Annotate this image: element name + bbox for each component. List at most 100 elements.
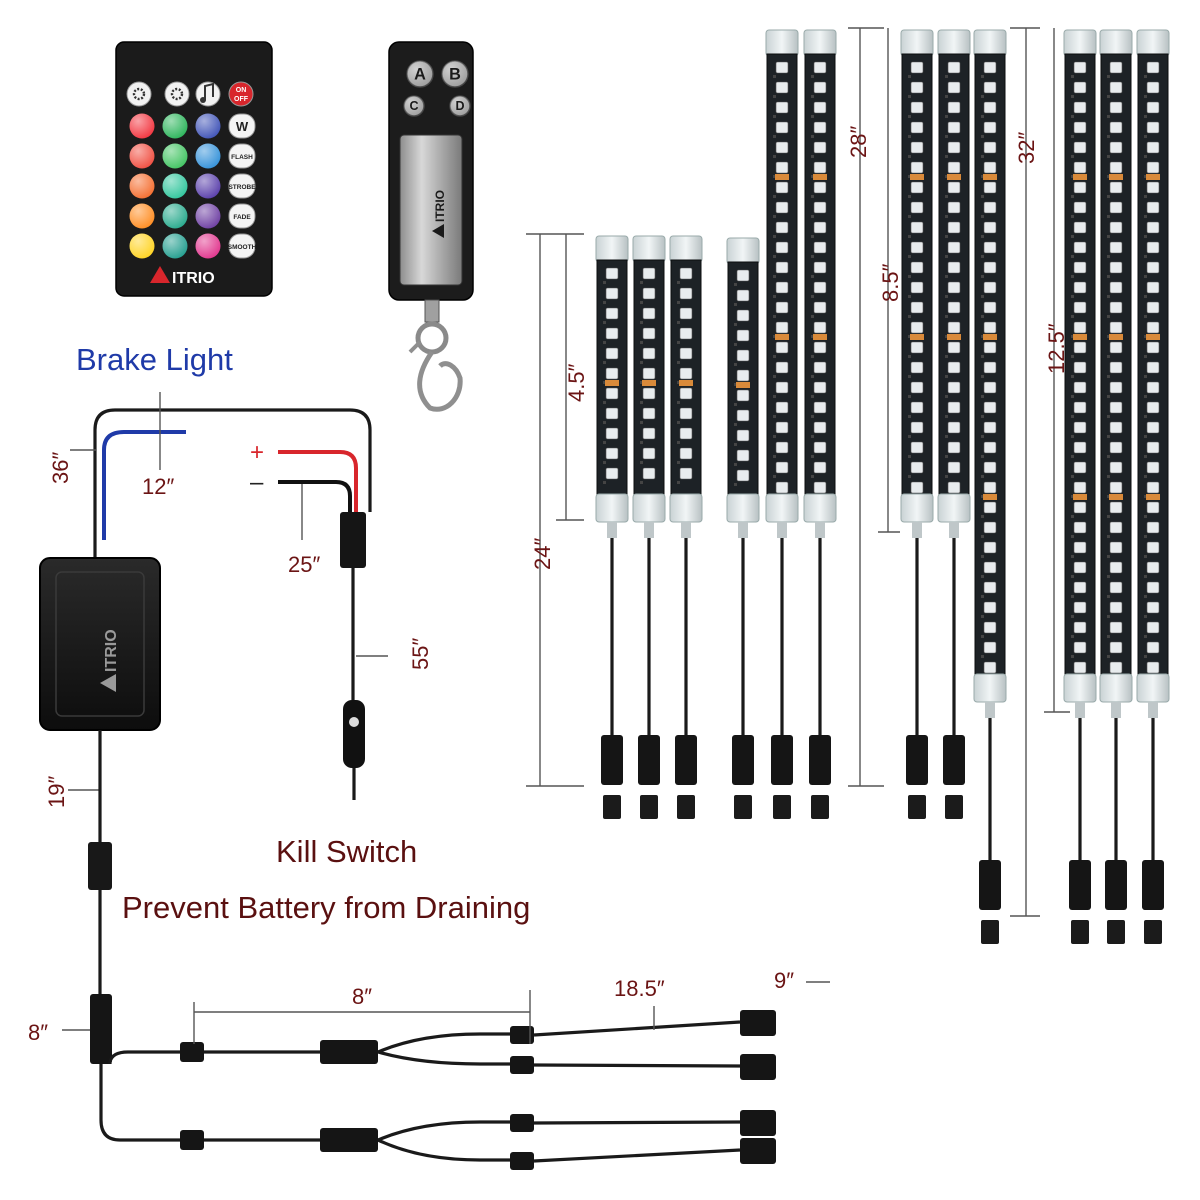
harness-connectors: [180, 1010, 776, 1170]
controller-box: ITRIO: [39, 548, 161, 1064]
color-button[interactable]: [195, 203, 221, 229]
dim-24: 24″: [530, 538, 555, 570]
power-icon[interactable]: ON OFF: [228, 81, 254, 107]
rf-button-b[interactable]: B: [441, 60, 469, 88]
splitter-connector: [740, 1054, 776, 1080]
negative-wire: [278, 480, 352, 512]
svg-text:FLASH: FLASH: [231, 154, 253, 161]
controller-brand-logo: ITRIO: [100, 629, 120, 692]
gear-icon[interactable]: [164, 81, 190, 107]
svg-text:OFF: OFF: [234, 96, 249, 103]
ir-mode-column: W FLASH STROBE FADE SMOOTH: [228, 113, 257, 259]
led-strip: [669, 235, 703, 819]
dim-8-left: 8″: [28, 1020, 48, 1045]
svg-text:C: C: [409, 99, 418, 113]
color-button[interactable]: [195, 113, 221, 139]
sun-gear-icon[interactable]: [126, 81, 152, 107]
color-button[interactable]: [162, 203, 188, 229]
main-splitter-connector: [90, 994, 112, 1064]
splitter-connector: [510, 1056, 534, 1074]
color-button[interactable]: [195, 173, 221, 199]
kill-switch[interactable]: [343, 700, 365, 768]
color-button[interactable]: [129, 233, 155, 259]
svg-text:D: D: [455, 99, 464, 113]
led-strip: [1136, 29, 1170, 944]
splitter-connector: [740, 1110, 776, 1136]
dim-9: 9″: [774, 968, 794, 993]
dim-32-line: [1010, 27, 1040, 917]
led-strip: [1099, 29, 1133, 944]
main-harness-wire: [93, 408, 372, 548]
color-button[interactable]: [162, 233, 188, 259]
color-button[interactable]: [162, 143, 188, 169]
color-button[interactable]: [162, 173, 188, 199]
dim-32: 32″: [1014, 132, 1039, 164]
plus-label: +: [250, 439, 264, 466]
color-button[interactable]: [129, 113, 155, 139]
svg-text:ON: ON: [236, 87, 247, 94]
controller-connector: [88, 842, 112, 890]
splitter-connector: [320, 1128, 378, 1152]
prevent-battery-label: Prevent Battery from Draining: [122, 890, 530, 925]
keyring-clip-icon: [408, 299, 463, 412]
power-connector: [340, 512, 366, 568]
mode-button-strobe[interactable]: STROBE: [228, 173, 256, 199]
led-strip: [726, 237, 760, 819]
distribution-harness: [99, 1050, 190, 1142]
dim-18-5: 18.5″: [614, 976, 665, 1001]
splitter-connector: [320, 1040, 378, 1064]
color-button[interactable]: [129, 173, 155, 199]
ir-function-row: ON OFF: [126, 81, 254, 107]
mode-button-flash[interactable]: FLASH: [228, 143, 256, 169]
positive-wire: [278, 450, 358, 512]
color-button[interactable]: [162, 113, 188, 139]
svg-text:W: W: [236, 119, 249, 134]
svg-text:SMOOTH: SMOOTH: [228, 244, 257, 251]
mode-button-smooth[interactable]: SMOOTH: [228, 233, 257, 259]
ir-brand-label: ITRIO: [172, 270, 215, 287]
led-strip: [973, 29, 1007, 944]
rf-button-c[interactable]: C: [403, 95, 425, 117]
led-strip-set: [595, 29, 1170, 944]
color-button[interactable]: [129, 143, 155, 169]
controller-brand-label: ITRIO: [103, 629, 120, 672]
color-button[interactable]: [195, 233, 221, 259]
led-strip: [937, 29, 971, 819]
led-strip: [1063, 29, 1097, 944]
harness-lower-trunk: [99, 1064, 190, 1142]
kill-switch-label: Kill Switch: [276, 834, 417, 869]
color-button[interactable]: [195, 143, 221, 169]
splitter-connector: [180, 1130, 204, 1150]
mode-button-w[interactable]: W: [228, 113, 256, 139]
dim-4-5: 4.5″: [564, 363, 589, 402]
minus-label: –: [250, 469, 264, 496]
svg-text:FADE: FADE: [233, 214, 251, 221]
splitter-connector: [510, 1114, 534, 1132]
dim-8-5: 8.5″: [878, 263, 903, 302]
led-strip: [595, 235, 629, 819]
led-strip: [632, 235, 666, 819]
harness-upper-trunk: [108, 1050, 190, 1064]
dim-19: 19″: [44, 776, 69, 808]
music-note-icon[interactable]: [195, 81, 221, 107]
ir-remote-control: ON OFF W FLASH STROBE FADE SMOOTH ITRIO: [115, 41, 273, 297]
dim-8-5-line: [878, 28, 900, 533]
rf-button-d[interactable]: D: [449, 95, 471, 117]
rf-brand-logo: ITRIO: [432, 190, 447, 238]
led-strip: [803, 29, 837, 819]
dim-36: 36″: [48, 452, 73, 484]
dim-25-power: 25″: [288, 552, 320, 577]
mode-button-fade[interactable]: FADE: [228, 203, 256, 229]
ir-color-grid: [129, 113, 221, 259]
dim-8-leader-bottom: [193, 990, 531, 1044]
rf-button-a[interactable]: A: [406, 60, 434, 88]
dim-8-bottom: 8″: [352, 984, 372, 1009]
dim-12-5-line: [1044, 28, 1070, 713]
svg-text:B: B: [449, 65, 461, 83]
color-button[interactable]: [129, 203, 155, 229]
led-strip: [900, 29, 934, 819]
splitter-connector: [740, 1138, 776, 1164]
svg-text:STROBE: STROBE: [228, 184, 256, 191]
